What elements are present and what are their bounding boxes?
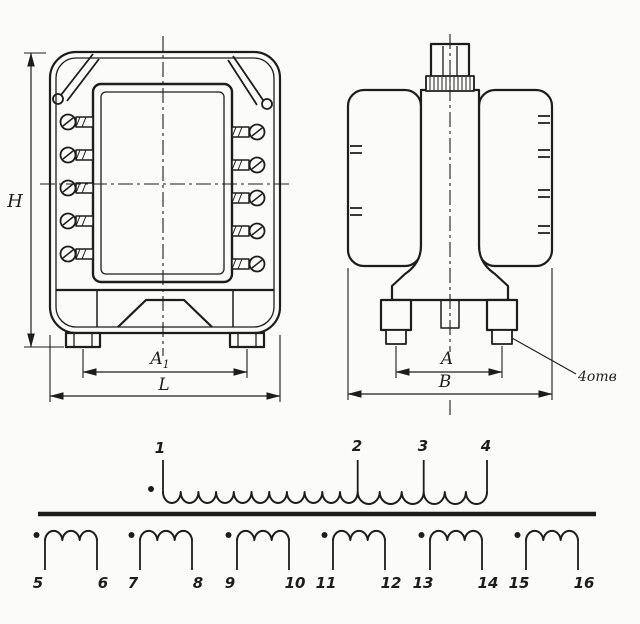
polarity-dot <box>418 532 425 538</box>
terminal-label-11: 11 <box>316 574 337 592</box>
terminal-pins-left <box>59 113 94 263</box>
terminal-label-5: 5 <box>33 574 43 592</box>
side-view: A B 4отв <box>346 34 617 416</box>
dim-depth: B <box>347 268 553 400</box>
dim-feet-spacing-front: A1 <box>82 349 248 378</box>
strap-rivet-right <box>261 98 273 110</box>
side-foot-left <box>379 298 413 345</box>
polarity-dot <box>321 532 328 538</box>
dim-height: H <box>6 52 64 348</box>
terminal-label-8: 8 <box>193 574 203 592</box>
holes-note-label: 4отв <box>577 369 617 385</box>
terminal-label-4: 4 <box>480 437 491 455</box>
terminal-label-16: 16 <box>574 574 595 592</box>
side-foot-right <box>485 298 519 345</box>
mounting-strap <box>52 53 273 110</box>
terminal-pin <box>231 123 266 141</box>
terminal-pin <box>231 255 266 273</box>
lamination-shell-left <box>346 88 423 268</box>
side-terminal-lugs <box>350 115 550 234</box>
lug-mark <box>538 189 550 198</box>
dim-height-label: H <box>6 191 23 212</box>
holes-callout: 4отв <box>511 337 617 385</box>
polarity-dot <box>514 532 521 538</box>
lug-mark <box>538 225 550 234</box>
secondary-winding: 9 10 <box>225 529 306 592</box>
terminal-pin <box>59 113 94 131</box>
base-and-feet <box>56 288 274 349</box>
polarity-dot <box>128 532 135 538</box>
secondary-winding: 13 14 <box>413 529 499 592</box>
lug-mark <box>538 115 550 124</box>
terminal-label-1: 1 <box>155 439 165 457</box>
dim-depth-label: B <box>438 372 452 392</box>
terminal-label-13: 13 <box>413 574 434 592</box>
terminal-label-6: 6 <box>98 574 108 592</box>
terminal-label-9: 9 <box>225 574 235 592</box>
dim-width-label: L <box>157 375 169 395</box>
strap-rivet-left <box>52 93 64 105</box>
terminal-label-10: 10 <box>285 574 306 592</box>
terminal-pin <box>231 222 266 240</box>
secondary-winding: 11 12 <box>316 529 402 592</box>
terminal-pins-right <box>231 123 266 273</box>
side-feet <box>379 298 519 345</box>
terminal-label-7: 7 <box>128 574 139 592</box>
polarity-dot <box>148 486 154 492</box>
terminal-pin <box>59 212 94 230</box>
terminal-pin <box>59 179 94 197</box>
terminal-label-15: 15 <box>509 574 530 592</box>
schematic: 1 2 3 4 5 6 7 8 9 10 <box>33 437 596 592</box>
terminal-label-14: 14 <box>478 574 499 592</box>
leader-line <box>511 337 577 375</box>
polarity-dot <box>225 532 232 538</box>
front-view: H A1 L <box>6 36 290 402</box>
front-center-lines <box>40 36 290 356</box>
secondary-winding: 15 16 <box>509 529 595 592</box>
mounting-foot-left <box>64 331 102 349</box>
terminal-pin <box>231 156 266 174</box>
terminal-pin <box>59 146 94 164</box>
terminal-label-12: 12 <box>381 574 402 592</box>
lug-mark <box>538 149 550 158</box>
primary-winding: 1 2 3 4 <box>148 437 491 505</box>
mounting-foot-right <box>228 331 266 349</box>
lug-mark <box>350 145 362 154</box>
dim-feet-spacing-side-label: A <box>439 349 453 369</box>
front-shell-outline <box>48 50 282 335</box>
dim-feet-spacing-front-label: A1 <box>148 349 169 371</box>
polarity-dot <box>33 532 40 538</box>
dim-feet-spacing-side: A <box>395 346 503 378</box>
terminal-label-2: 2 <box>352 437 362 455</box>
dim-width: L <box>49 335 281 402</box>
terminal-label-3: 3 <box>418 437 428 455</box>
secondary-winding: 5 6 <box>33 529 108 592</box>
terminal-pin <box>231 189 266 207</box>
base-trapezoid <box>117 298 213 328</box>
secondary-winding: 7 8 <box>128 529 203 592</box>
lug-mark <box>350 207 362 216</box>
terminal-pin <box>59 245 94 263</box>
